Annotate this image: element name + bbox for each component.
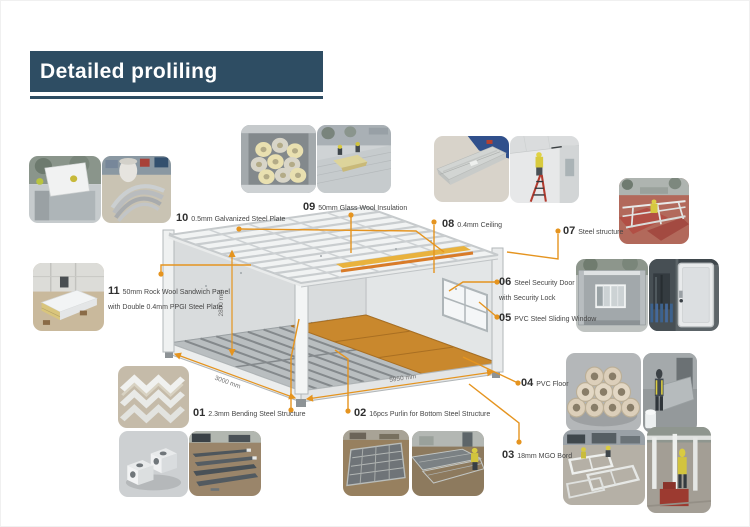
photo-steel-strips-yard [189, 431, 261, 496]
page-title-banner: Detailed proliling [30, 51, 323, 92]
photo-floor-grid-layout [412, 431, 484, 496]
photo-window-frames-yard [563, 430, 645, 505]
callout-04-number: 04 [521, 377, 534, 389]
callout-10-number: 10 [176, 212, 189, 224]
callout-02-number: 02 [354, 407, 367, 419]
callout-01-number: 01 [193, 407, 206, 419]
photo-rock-wool-sandwich-panel [33, 263, 104, 331]
leader-lines [160, 215, 559, 442]
photo-bending-steel-sheets [102, 156, 171, 223]
photo-ceiling-installation [510, 136, 579, 203]
callout-04-text: PVC Floor [536, 381, 569, 388]
callout-09-number: 09 [303, 201, 316, 213]
photo-panel-installation [29, 156, 101, 223]
insulation-band [336, 246, 471, 268]
callout-06-text2: with Security Lock [499, 295, 556, 302]
callout-07-number: 07 [563, 225, 576, 237]
callout-10-text: 0.5mm Galvanized Steel Plate [191, 216, 286, 223]
photo-ceiling-panel-stack [434, 136, 509, 202]
callout-08-text: 0.4mm Ceiling [457, 222, 502, 229]
dimension-lines [173, 249, 495, 402]
callout-11-number: 11 [108, 285, 120, 297]
callout-02-text: 16pcs Purlin for Bottom Steel Structure [369, 411, 491, 418]
callout-11-text2: with Double 0.4mm PPGI Steel Plate [108, 304, 223, 311]
page-title: Detailed proliling [40, 59, 218, 83]
callout-01-text: 2.3mm Bending Steel Structure [208, 411, 306, 418]
callout-05-number: 05 [499, 312, 512, 324]
photo-glass-wool-rolls [241, 125, 316, 193]
photo-pvc-floor-rolls [566, 353, 641, 431]
dimension-length: 5950 mm [389, 373, 417, 384]
wall-rivets [205, 240, 457, 290]
photo-roof-insulation-work [317, 125, 391, 193]
callout-06-number: 06 [499, 276, 512, 288]
photo-steel-structure-frame [619, 178, 689, 244]
photo-security-door [649, 259, 719, 331]
callout-09-text: 50mm Glass Wool Insulation [318, 205, 408, 212]
callout-07-text: Steel structure [578, 229, 624, 236]
callout-05-text: PVC Steel Sliding Window [514, 316, 597, 323]
callout-03-number: 03 [502, 449, 515, 461]
callout-11-text: 50mm Rock Wool Sandwich Panel [122, 289, 230, 296]
leader-dots [158, 212, 561, 445]
banner-underline [30, 96, 323, 99]
callout-03-text: 18mm MGO Bord [517, 453, 573, 460]
callout-08-number: 08 [442, 218, 455, 230]
photo-container-with-window [576, 259, 648, 332]
photo-bottom-floor-grid [343, 430, 409, 496]
photo-structure-with-worker [647, 427, 711, 513]
photo-steel-corner-blocks [119, 431, 188, 497]
window-drawing [442, 277, 488, 333]
photo-mgo-board-handling [643, 353, 697, 433]
callout-06-text: Steel Security Door [514, 280, 575, 287]
dimension-height: 2800 mm [218, 289, 225, 316]
